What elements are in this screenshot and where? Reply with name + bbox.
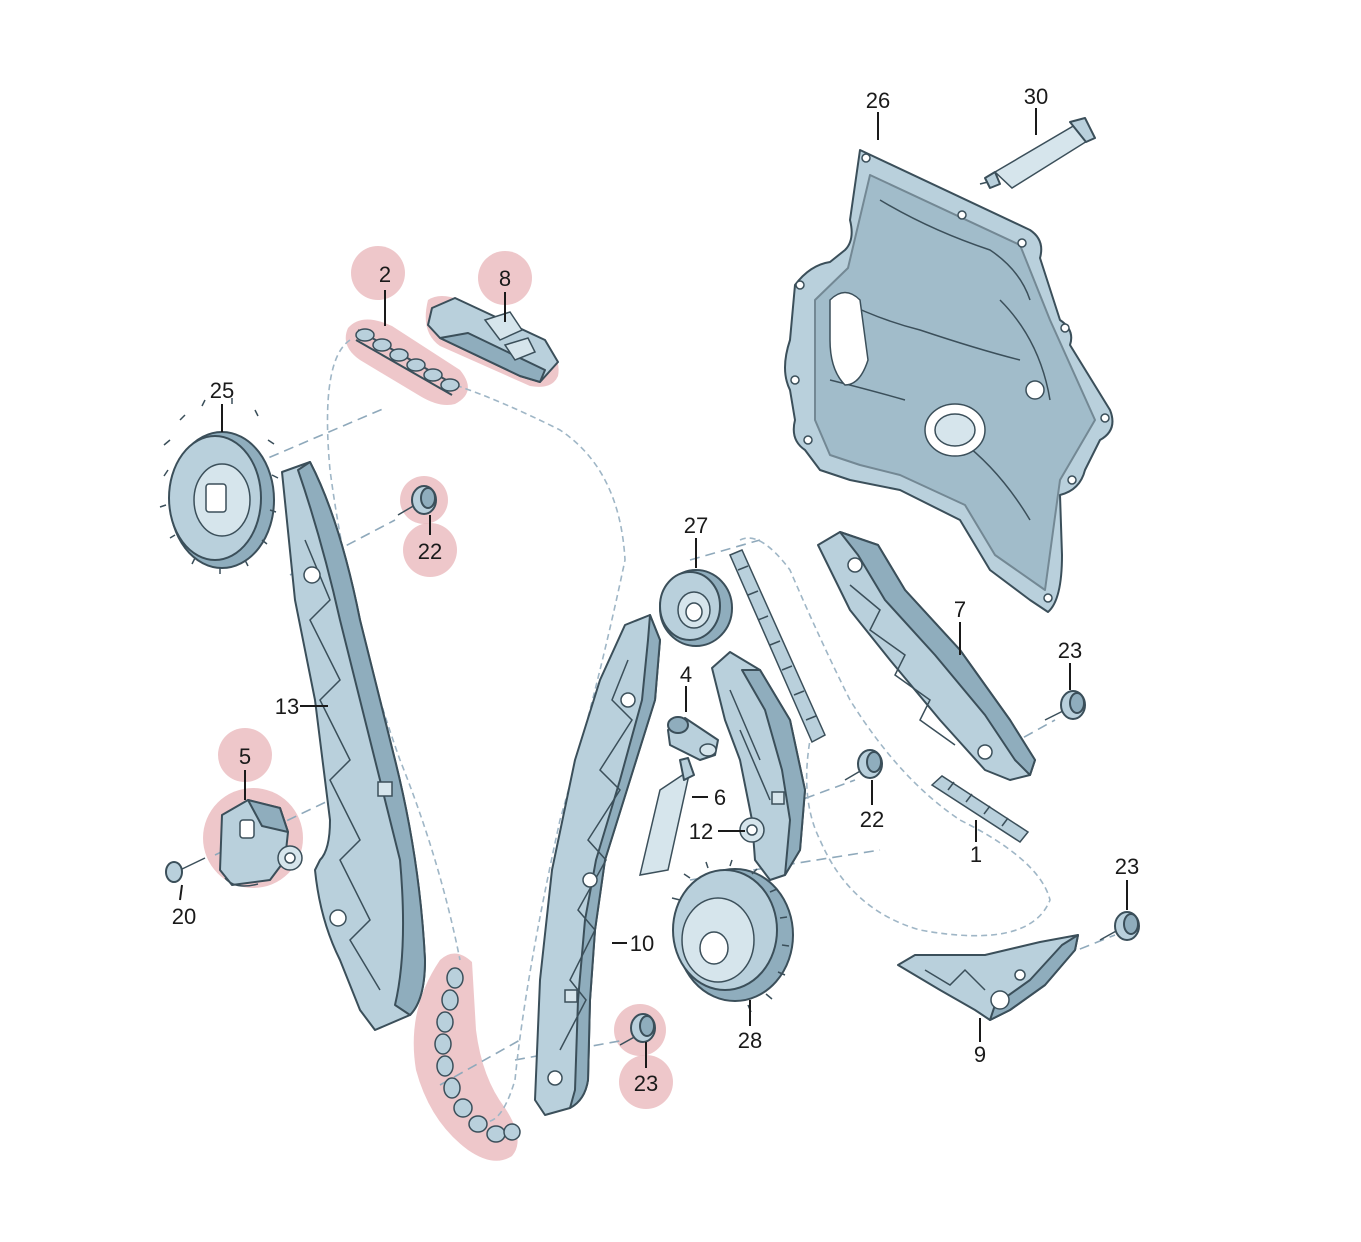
- bolt-23-lower: [619, 1013, 656, 1046]
- callout-1: 1: [970, 842, 982, 867]
- leader-lines: [179, 108, 1128, 1068]
- callout-25: 25: [210, 378, 234, 403]
- chain-guide-7: [817, 531, 1036, 781]
- callout-13: 13: [275, 694, 299, 719]
- callout-27: 27: [684, 513, 708, 538]
- callout-22-right: 22: [860, 807, 884, 832]
- callout-23-right-upper: 23: [1058, 638, 1082, 663]
- callout-labels: 2 8 25 22 13 5 20 26 30 27 4 6 12 7 23 2…: [172, 84, 1139, 1096]
- chain-guide-10: [534, 614, 661, 1116]
- highlight-chain-bottom: [413, 953, 518, 1161]
- callout-28: 28: [738, 1028, 762, 1053]
- callout-6: 6: [714, 785, 726, 810]
- callout-26: 26: [866, 88, 890, 113]
- callout-7: 7: [954, 597, 966, 622]
- timing-cover-26: [784, 149, 1114, 613]
- chain-segment-2: [355, 328, 460, 396]
- highlight-label-22a: [403, 523, 457, 577]
- bolt-20: [165, 857, 206, 883]
- sealant-tube-6: [639, 757, 695, 876]
- chain-strip-upper: [729, 549, 826, 744]
- pin-4: [667, 716, 719, 761]
- callout-12: 12: [689, 819, 713, 844]
- chain-segment-lower: [434, 967, 521, 1143]
- callout-23-right-lower: 23: [1115, 854, 1139, 879]
- chain-segment-1: [930, 775, 1030, 843]
- tensioner-rail-12: [711, 651, 806, 881]
- bolt-23-right-lower: [1099, 911, 1140, 941]
- camshaft-sprocket-25: [159, 398, 279, 574]
- guide-9: [897, 934, 1079, 1021]
- highlight-label-2: [351, 246, 405, 300]
- callout-22-upper: 22: [418, 539, 442, 564]
- sealant-tube-30: [979, 117, 1096, 189]
- callout-10: 10: [630, 931, 654, 956]
- crank-sprocket-28: [671, 859, 794, 1013]
- sprocket-27: [659, 569, 733, 647]
- callout-8: 8: [499, 266, 511, 291]
- guide-block-8: [427, 297, 559, 383]
- callout-23-lower: 23: [634, 1071, 658, 1096]
- callout-4: 4: [680, 662, 692, 687]
- chain-tensioner-5: [219, 799, 303, 887]
- chain-route-oil-pump: [739, 537, 1051, 937]
- callout-5: 5: [239, 744, 251, 769]
- highlight-label-8: [478, 251, 532, 305]
- callout-20: 20: [172, 904, 196, 929]
- highlight-label-23c: [619, 1055, 673, 1109]
- bolt-22-right: [844, 749, 883, 781]
- callout-9: 9: [974, 1042, 986, 1067]
- bolt-23-right-upper: [1044, 690, 1086, 721]
- bolt-22-upper: [397, 485, 437, 516]
- chain-guide-13: [281, 461, 426, 1031]
- callout-30: 30: [1024, 84, 1048, 109]
- callout-2: 2: [379, 262, 391, 287]
- highlight-label-5: [218, 728, 272, 782]
